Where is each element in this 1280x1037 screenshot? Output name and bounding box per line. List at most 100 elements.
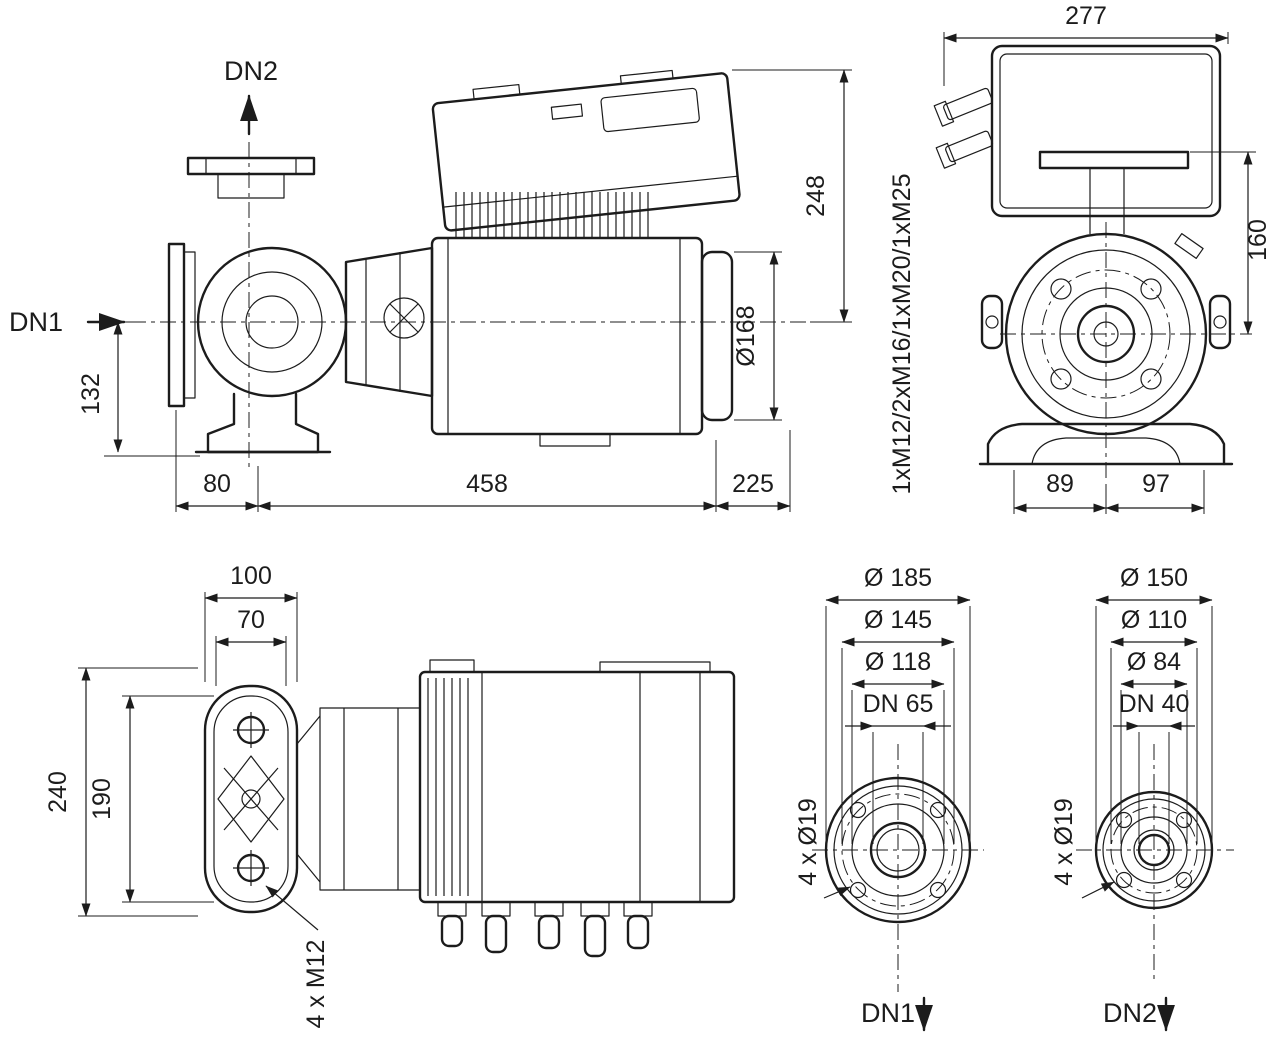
ear-bolt-right (1213, 315, 1227, 329)
motor-bottom-box (539, 433, 611, 447)
discharge-flange (186, 156, 316, 176)
flange2-bolt-circle (1110, 806, 1198, 894)
dim-277-label: 277 (1065, 2, 1107, 30)
suction-flange (167, 242, 186, 408)
seal-housing (383, 297, 425, 339)
suction-flange-face (183, 251, 196, 399)
flange1-bolt-hole-br (929, 881, 947, 899)
flange2-dn-label: DN 40 (1119, 690, 1190, 718)
dim-168-label: Ø168 (732, 305, 760, 366)
plan-top-tab-left (429, 659, 475, 673)
dim-70-label: 70 (237, 606, 265, 634)
connector-2-plug (484, 914, 508, 954)
flange2-dim-150-label: Ø 150 (1120, 564, 1188, 592)
ext-240 (78, 667, 198, 917)
plan-bolt-crosses (233, 712, 269, 886)
flange2-ext-110 (1110, 648, 1198, 844)
flange1-port-label: DN1 (861, 998, 915, 1028)
flange1-bolt-hole-tr (929, 801, 947, 819)
flange2-boltholes-label: 4 x Ø19 (1050, 798, 1078, 886)
flange1-bore-chamfer (876, 828, 920, 872)
casing-bolt-hole-br (1140, 368, 1162, 390)
connector-5-plug (626, 914, 650, 950)
mounting-ear-right (1208, 294, 1232, 350)
ear-bolt-left (985, 315, 999, 329)
flange1-raised-face (851, 803, 945, 897)
flange1-dim-185-label: Ø 185 (864, 564, 932, 592)
seal-cross (389, 303, 419, 333)
volute-inner (221, 271, 323, 373)
cable-gland-1-body (943, 87, 993, 121)
motor-end-cap (700, 250, 734, 422)
flange1-boltholes-label: 4 x Ø19 (794, 798, 822, 886)
control-module (431, 69, 741, 232)
plan-connectors (437, 901, 653, 958)
ext-bottom-chain (175, 410, 791, 512)
flange1-rim-circle (833, 785, 963, 915)
flange2-bolt-hole-bl (1115, 871, 1133, 889)
dim-160-label: 160 (1244, 219, 1272, 261)
pump-foot (206, 392, 320, 454)
motor-body (430, 236, 704, 436)
plan-top-tab-right (599, 661, 711, 673)
view-flange-dn40: Ø 150 Ø 110 Ø 84 DN 40 4 x Ø19 DN2 (1050, 564, 1234, 1032)
discharge-flange-bolts (205, 158, 297, 174)
motor-seams (447, 238, 681, 434)
connector-3-plug (537, 914, 561, 950)
motor-bracket-stem (1089, 168, 1125, 234)
volute-hub (245, 295, 299, 349)
casing-bolt-hole-tl (1050, 278, 1072, 300)
flange1-ext-dn65 (872, 732, 924, 844)
control-module-housing (431, 72, 741, 232)
flange2-raised-face (1120, 816, 1188, 884)
dim-97-label: 97 (1142, 470, 1170, 498)
control-button (550, 103, 584, 120)
dim-240-label: 240 (44, 771, 72, 813)
control-housing-inner (999, 53, 1213, 209)
casing-face-circle (1059, 287, 1153, 381)
ext-100 (204, 592, 298, 682)
casing-rim-circle (1021, 249, 1191, 419)
flange2-bore-chamfer (1133, 829, 1175, 871)
cable-gland-2-body (945, 130, 994, 163)
motor-bracket-bar (1038, 150, 1190, 170)
plan-motor-body (418, 670, 736, 904)
flange2-bolt-hole-br (1175, 871, 1193, 889)
flange1-outer-circle (824, 776, 972, 924)
lantern (344, 246, 434, 398)
mounting-ear-left (980, 294, 1004, 350)
dim-248-label: 248 (802, 175, 830, 217)
flange1-dn-label: DN 65 (863, 690, 934, 718)
flange2-port-label: DN2 (1103, 998, 1157, 1028)
flange2-dim-110-label: Ø 110 (1121, 606, 1187, 634)
flange1-ext-145 (841, 648, 955, 844)
bolt-spec-label: 4 x M12 (302, 940, 330, 1029)
connector-2-base (481, 901, 511, 917)
ext-70 (215, 636, 287, 686)
flange2-bolt-hole-tr (1175, 811, 1193, 829)
flange2-boltholes-leader (1081, 881, 1115, 899)
motor-cooling-fins (455, 192, 649, 238)
vent-plug (1174, 233, 1204, 259)
view-front-elevation: 277 160 89 97 1xM12/2xM16/1xM20/1xM25 (888, 2, 1272, 514)
dim-458-label: 458 (466, 470, 508, 498)
flange2-ext-dn40 (1138, 732, 1170, 844)
shaft-bore-circle (1076, 304, 1136, 364)
cable-gland-2 (935, 130, 994, 169)
dim-190-label: 190 (88, 778, 116, 820)
dn2-port-label: DN2 (224, 56, 278, 86)
flange2-bore (1137, 833, 1171, 867)
dn1-port-label: DN1 (9, 307, 63, 337)
dim-132-label: 132 (77, 373, 105, 415)
view-side-elevation: DN2 DN1 132 248 Ø168 80 458 225 (9, 56, 852, 512)
cable-gland-1 (933, 87, 993, 127)
dim-80-label: 80 (203, 470, 231, 498)
connector-4-base (580, 901, 610, 917)
flange1-bore (869, 821, 927, 879)
flange1-dim-118-label: Ø 118 (865, 648, 931, 676)
flange1-ext-185 (825, 606, 971, 844)
flange1-bolt-circle (841, 793, 955, 907)
cable-gland-spec-label: 1xM12/2xM16/1xM20/1xM25 (888, 174, 916, 495)
control-module-seam (443, 175, 738, 208)
